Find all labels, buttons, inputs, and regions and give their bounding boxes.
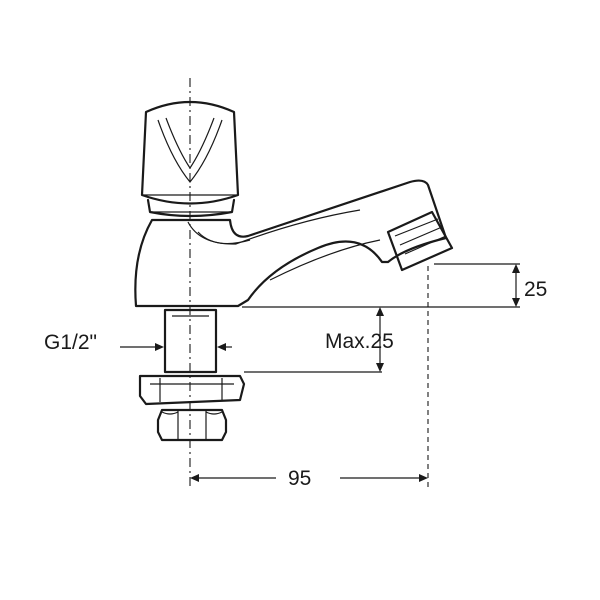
thread-label: G1/2": [44, 331, 97, 354]
max-thickness-label: Max.25: [325, 330, 394, 353]
max-thickness-dimension: [376, 307, 384, 372]
handle-knob: [140, 100, 240, 218]
hex-nut: [156, 408, 228, 442]
tap-body: [134, 179, 454, 308]
outlet-height-label: 25: [524, 278, 547, 301]
threaded-shank: [163, 308, 218, 374]
outlet-height-dimension: [512, 264, 520, 307]
thread-dimension: [120, 343, 232, 351]
reach-dimension: [190, 474, 428, 482]
reach-label: 95: [288, 467, 311, 490]
washer-plate: [138, 374, 246, 406]
